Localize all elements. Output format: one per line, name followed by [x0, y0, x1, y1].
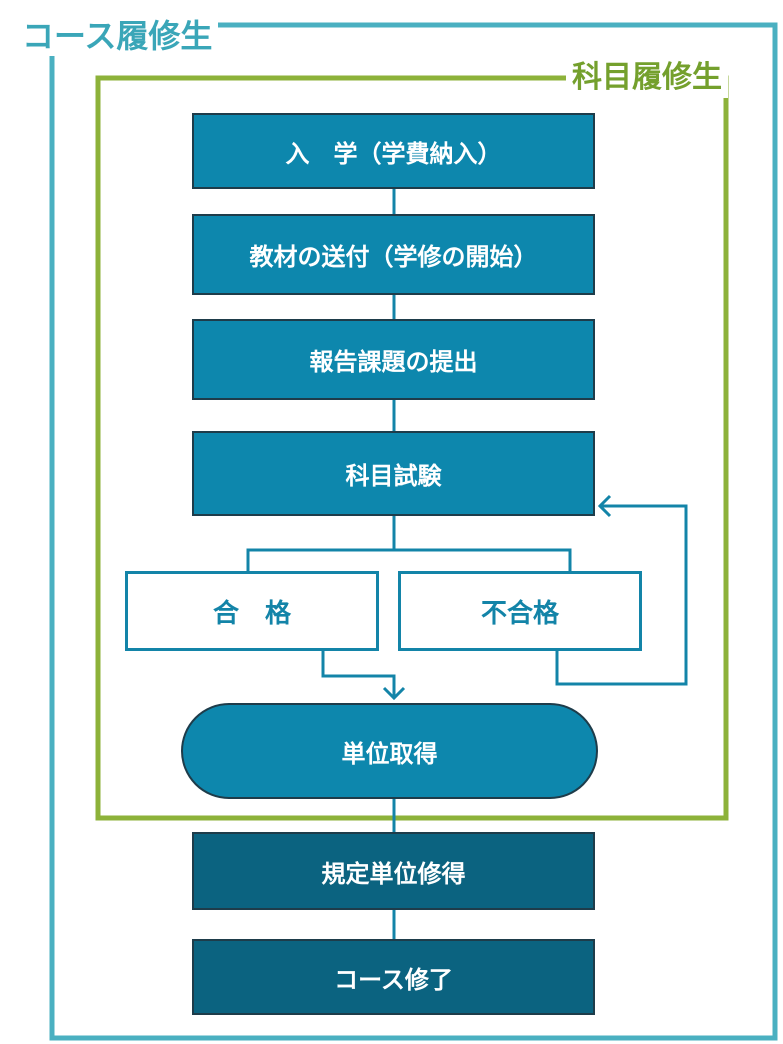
step-enrollment: 入 学（学費納入） — [192, 113, 595, 189]
result-pass: 合 格 — [125, 571, 379, 651]
result-fail: 不合格 — [398, 571, 642, 651]
step-required-credits: 規定単位修得 — [192, 832, 595, 910]
step-report: 報告課題の提出 — [192, 319, 595, 400]
subject-student-label: 科目履修生 — [566, 58, 728, 98]
step-completion: コース修了 — [192, 939, 595, 1015]
connector-pass-arrowhead — [382, 686, 406, 701]
course-student-label: コース履修生 — [16, 16, 219, 56]
subject-frame — [95, 75, 729, 821]
connector-pass-to-credit — [321, 650, 396, 698]
step-credit: 単位取得 — [181, 703, 598, 799]
course-frame — [49, 22, 778, 1041]
step-materials: 教材の送付（学修の開始） — [192, 214, 595, 295]
connector-fail-arrowhead — [597, 494, 612, 518]
connector-fail-loop — [555, 504, 688, 686]
step-exam: 科目試験 — [192, 431, 595, 516]
connector-branch — [246, 548, 572, 572]
